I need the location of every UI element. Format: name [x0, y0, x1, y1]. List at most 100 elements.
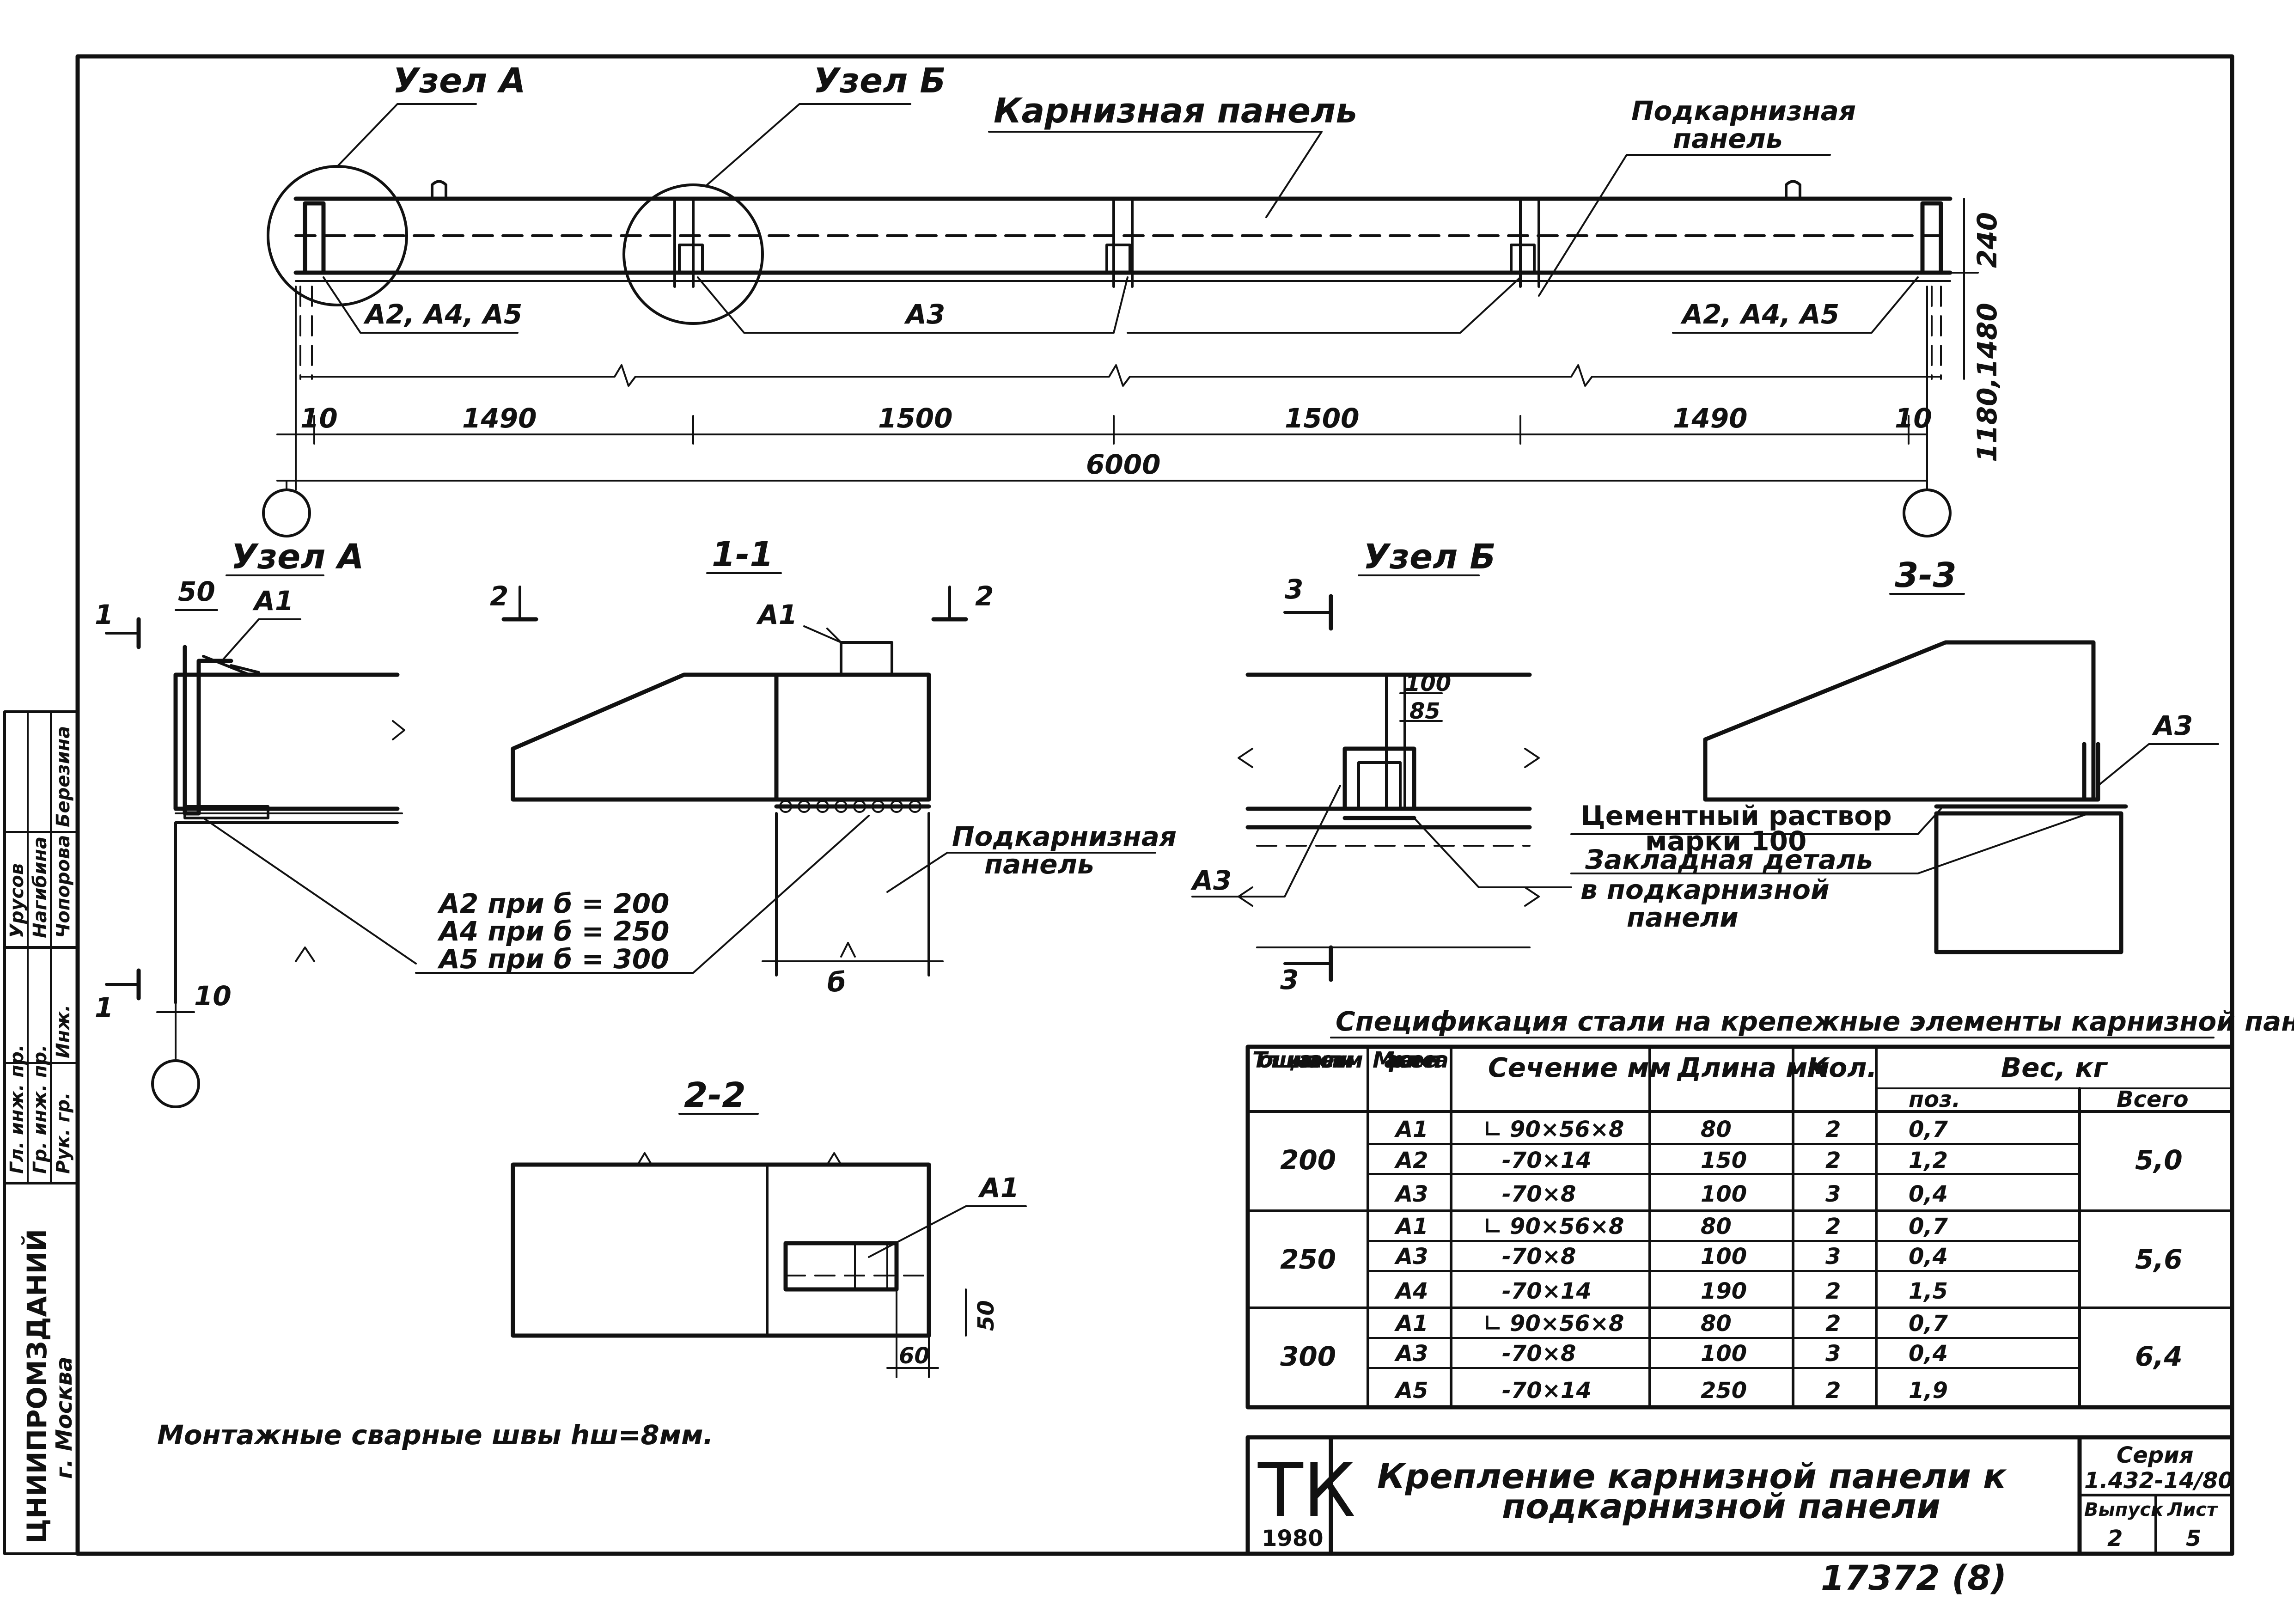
table-cell-weight: 0,7 — [1909, 1117, 1948, 1142]
dim-6000: 6000 — [1086, 449, 1160, 480]
table-cell-weight: 0,7 — [1909, 1214, 1948, 1239]
variant-a2: А2 при б = 200 — [437, 888, 669, 919]
stamp-city: г. Москва — [51, 1356, 77, 1479]
title-block: ТК 1980 Крепление карнизной панели к под… — [1245, 1435, 2234, 1556]
table-cell-qty: 3 — [1825, 1244, 1841, 1270]
variant-a4: А4 при б = 250 — [437, 916, 669, 947]
embed-label-3: панели — [1627, 902, 1739, 933]
table-cell-qty: 2 — [1825, 1148, 1841, 1173]
cut-3-top: 3 — [1285, 574, 1303, 605]
variant-a5: А5 при б = 300 — [437, 943, 669, 975]
section-3-mark-a3: А3 — [2152, 710, 2193, 741]
table-cell-mark: А5 — [1394, 1378, 1428, 1404]
dim-50: 50 — [178, 576, 215, 607]
table-cell-mark: А3 — [1394, 1341, 1428, 1367]
node-a-detail: Узел А 1 1 А1 50 10 А2 при б = 200 А4 пр… — [95, 537, 870, 1108]
total-250: 5,6 — [2135, 1244, 2183, 1275]
table-cell-section: -70×14 — [1502, 1148, 1592, 1173]
issue-value: 2 — [2107, 1526, 2123, 1551]
header-mark: Марка элемента — [1373, 1047, 1449, 1073]
embed-label-2: в подкарнизной — [1580, 874, 1830, 905]
axis-marker-node-a — [151, 1059, 200, 1108]
marks-right-label: А2, А4, А5 — [1680, 299, 1839, 330]
mortar-label-2: марки 100 — [1645, 825, 1806, 857]
node-a-mark-a1: А1 — [252, 585, 293, 617]
dim-10-node-a: 10 — [194, 980, 232, 1012]
table-cell-section: ∟ 90×56×8 — [1483, 1214, 1624, 1239]
table-cell-length: 250 — [1701, 1378, 1747, 1404]
stamp-role-4: Инж. — [53, 1005, 74, 1058]
weld-beads — [779, 800, 921, 813]
node-a-label: Узел А — [393, 61, 525, 101]
dim-85: 85 — [1409, 698, 1440, 724]
end-angle-right — [1920, 201, 1943, 275]
total-300: 6,4 — [2135, 1341, 2183, 1372]
table-cell-mark: А4 — [1394, 1278, 1428, 1304]
stamp-role-2: Гр. инж. пр. — [30, 1045, 51, 1174]
table-cell-weight: 1,5 — [1909, 1278, 1948, 1304]
cornice-hatched-section — [1703, 640, 2096, 802]
angle-a1-plan — [783, 1241, 899, 1292]
section-2-2-outline — [511, 1162, 931, 1338]
cut-2-left: 2 — [490, 580, 508, 612]
stamp-name-3: Чопорова — [53, 835, 74, 938]
node-b-panels — [1245, 672, 1532, 830]
header-weight-total: Всего — [2117, 1087, 2189, 1112]
table-cell-weight: 0,4 — [1909, 1244, 1948, 1270]
logo-tk: ТК — [1257, 1447, 1355, 1533]
table-cell-mark: А1 — [1394, 1214, 1428, 1239]
table-cell-section: -70×8 — [1502, 1181, 1576, 1207]
stamp-name-2: Нагибина — [30, 836, 51, 938]
logo-year: 1980 — [1262, 1526, 1324, 1551]
table-cell-length: 80 — [1701, 1311, 1732, 1337]
node-a-title: Узел А — [231, 537, 364, 577]
table-cell-length: 190 — [1701, 1278, 1747, 1304]
stamp-name-1: Урусов — [6, 863, 28, 938]
node-b-label: Узел Б — [813, 61, 946, 101]
dim-10-right: 10 — [1895, 403, 1932, 434]
subpanel-hatched-section — [1934, 811, 2123, 954]
table-cell-mark: А1 — [1394, 1117, 1428, 1142]
section-2-2-title: 2-2 — [684, 1075, 746, 1115]
axis-marker-right — [1903, 488, 1952, 537]
node-b-mark-a3: А3 — [1190, 865, 1232, 896]
stamp-name-4: Березина — [53, 726, 74, 827]
dim-10-left: 10 — [300, 403, 338, 434]
section-3-3: 3-3 А3 Цементный раствор марки 100 Закла… — [1570, 556, 2219, 954]
thickness-250: 250 — [1280, 1244, 1336, 1275]
table-cell-length: 150 — [1701, 1148, 1747, 1173]
dim-1490-left: 1490 — [462, 403, 537, 434]
subpanel-section — [775, 812, 930, 977]
header-weight: Вес, кг — [2001, 1052, 2108, 1083]
axis-marker-left — [262, 488, 311, 537]
series-value: 1.432-14/80 — [2084, 1468, 2233, 1494]
subcornice-section-label-1: Подкарнизная — [952, 821, 1177, 852]
table-cell-mark: А3 — [1394, 1181, 1428, 1207]
leader — [697, 276, 1129, 334]
table-cell-section: -70×8 — [1502, 1341, 1576, 1367]
section-3-3-title: 3-3 — [1895, 556, 1957, 595]
plate-a2 — [183, 805, 269, 819]
dim-60: 60 — [899, 1343, 930, 1369]
lifting-loop — [1785, 180, 1801, 200]
table-cell-mark: А3 — [1394, 1244, 1428, 1270]
dim-1180: 1180,1480 — [1971, 303, 2003, 462]
issue-label: Выпуск — [2084, 1499, 2164, 1520]
cut-2-right: 2 — [975, 580, 994, 612]
marks-left-label: А2, А4, А5 — [363, 299, 522, 330]
end-angle-left — [303, 201, 326, 275]
node-b-callout — [622, 183, 764, 325]
subcornice-label-1: Подкарнизная — [1631, 95, 1856, 127]
table-cell-length: 80 — [1701, 1214, 1732, 1239]
node-b-title: Узел Б — [1363, 537, 1496, 577]
side-stamp: Гл. инж. пр. Гр. инж. пр. Рук. гр. Инж. … — [3, 710, 79, 1555]
stamp-role-1: Гл. инж. пр. — [6, 1044, 28, 1174]
node-b-detail: Узел Б 3 3 100 85 А3 — [1190, 537, 1572, 995]
cornice-profile — [511, 672, 779, 802]
table-cell-qty: 2 — [1825, 1311, 1841, 1337]
header-thickness: Толщина панели мм — [1252, 1047, 1363, 1073]
node-a-subpanel — [174, 821, 399, 1004]
spec-table-title: Спецификация стали на крепежные элементы… — [1336, 1006, 2294, 1037]
table-cell-qty: 2 — [1825, 1378, 1841, 1404]
